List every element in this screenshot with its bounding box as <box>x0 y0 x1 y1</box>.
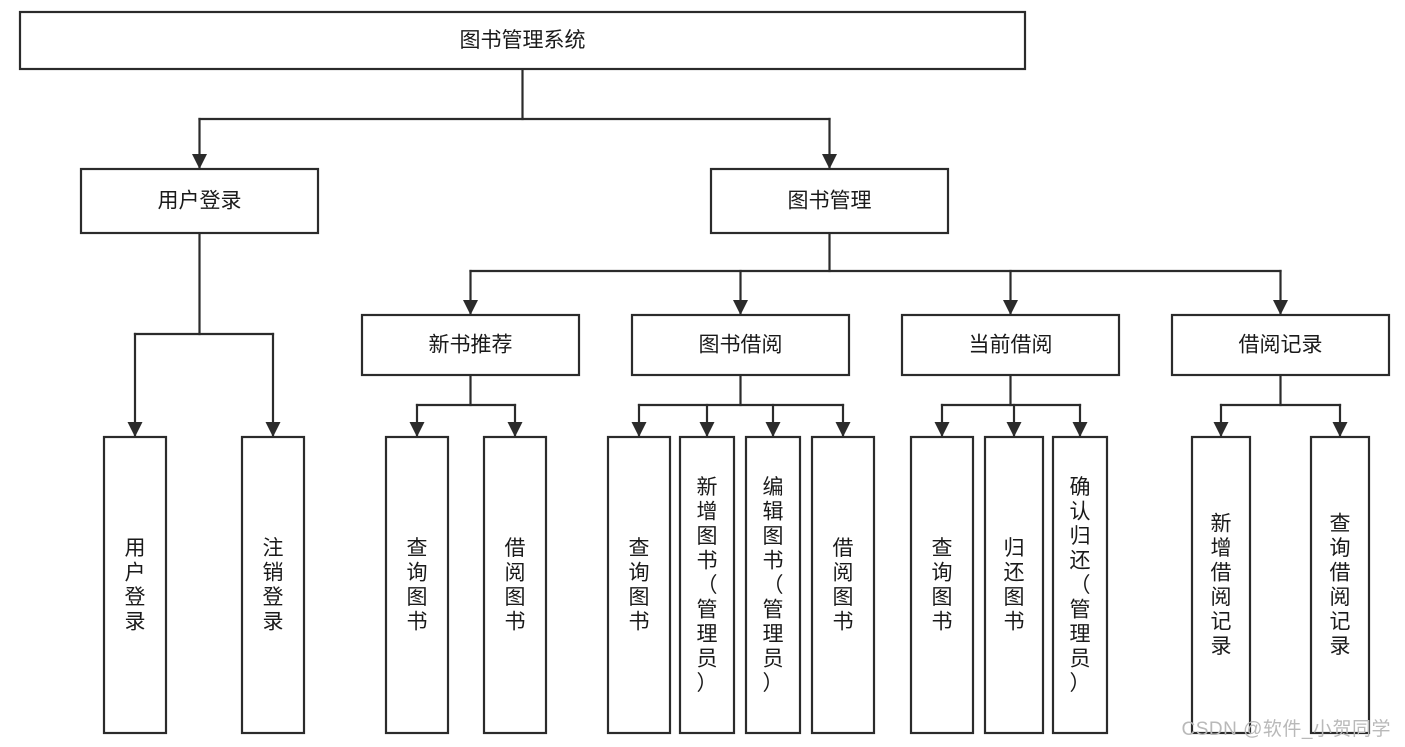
arrow-head-icon <box>934 422 950 437</box>
arrow-head-icon <box>822 154 837 169</box>
node-leaf-6-box[interactable] <box>744 435 802 735</box>
nodes-layer: 图书管理系统用户登录图书管理新书推荐图书借阅当前借阅借阅记录用户登录注销登录查询… <box>18 10 1391 735</box>
arrow-head-icon <box>835 422 851 437</box>
node-root-book-management-system-label: 图书管理系统 <box>460 29 586 52</box>
arrow-head-icon <box>409 422 425 437</box>
node-leaf-12[interactable]: 查询借阅记录 <box>1309 435 1371 735</box>
node-leaf-3[interactable]: 借阅图书 <box>482 435 548 735</box>
node-leaf-4-box[interactable] <box>606 435 672 735</box>
node-leaf-9-label: 归还图书 <box>1004 537 1025 634</box>
node-leaf-11-box[interactable] <box>1190 435 1252 735</box>
node-leaf-1[interactable]: 注销登录 <box>240 435 306 735</box>
node-level2-0[interactable]: 用户登录 <box>79 167 320 235</box>
node-level3-0[interactable]: 新书推荐 <box>360 313 581 377</box>
arrow-head-icon <box>463 300 478 315</box>
arrow-head-icon <box>265 422 281 437</box>
node-leaf-3-label: 借阅图书 <box>505 537 526 634</box>
node-leaf-4[interactable]: 查询图书 <box>606 435 672 735</box>
node-leaf-7-label: 借阅图书 <box>833 537 854 634</box>
arrow-head-icon <box>1072 422 1088 437</box>
node-level2-0-box[interactable] <box>79 167 320 235</box>
node-level3-2-label: 当前借阅 <box>969 334 1053 357</box>
node-leaf-10-box[interactable] <box>1051 435 1109 735</box>
node-level2-1-label: 图书管理 <box>788 190 872 213</box>
node-leaf-8-box[interactable] <box>909 435 975 735</box>
arrow-head-icon <box>1213 422 1229 437</box>
arrow-head-icon <box>127 422 143 437</box>
node-leaf-8[interactable]: 查询图书 <box>909 435 975 735</box>
node-leaf-10-label: 确认归还（管理员） <box>1070 476 1091 695</box>
node-leaf-10[interactable]: 确认归还（管理员） <box>1051 435 1109 735</box>
node-leaf-0-label: 用户登录 <box>125 537 146 634</box>
node-leaf-12-label: 查询借阅记录 <box>1330 513 1351 659</box>
node-leaf-2-label: 查询图书 <box>407 537 428 634</box>
node-root-book-management-system-box[interactable] <box>18 10 1027 71</box>
node-level3-2[interactable]: 当前借阅 <box>900 313 1121 377</box>
node-root-book-management-system[interactable]: 图书管理系统 <box>18 10 1027 71</box>
node-level3-2-box[interactable] <box>900 313 1121 377</box>
arrow-head-icon <box>1273 300 1288 315</box>
node-level3-0-box[interactable] <box>360 313 581 377</box>
connectors-layer <box>127 67 1348 438</box>
node-leaf-11-label: 新增借阅记录 <box>1211 513 1232 659</box>
node-leaf-5-box[interactable] <box>678 435 736 735</box>
node-leaf-12-box[interactable] <box>1309 435 1371 735</box>
node-level3-0-label: 新书推荐 <box>429 334 513 357</box>
node-level3-3-label: 借阅记录 <box>1239 334 1323 357</box>
arrow-head-icon <box>507 422 523 437</box>
arrow-head-icon <box>1006 422 1022 437</box>
node-leaf-2-box[interactable] <box>384 435 450 735</box>
node-leaf-6-label: 编辑图书（管理员） <box>763 476 784 695</box>
node-leaf-6[interactable]: 编辑图书（管理员） <box>744 435 802 735</box>
node-leaf-4-label: 查询图书 <box>629 537 650 634</box>
node-leaf-3-box[interactable] <box>482 435 548 735</box>
arrow-head-icon <box>631 422 647 437</box>
node-leaf-0-box[interactable] <box>102 435 168 735</box>
node-leaf-7-box[interactable] <box>810 435 876 735</box>
node-leaf-1-box[interactable] <box>240 435 306 735</box>
node-leaf-5-label: 新增图书（管理员） <box>697 476 718 695</box>
node-leaf-0[interactable]: 用户登录 <box>102 435 168 735</box>
arrow-head-icon <box>192 154 207 169</box>
node-level2-1[interactable]: 图书管理 <box>709 167 950 235</box>
arrow-head-icon <box>733 300 748 315</box>
node-level3-1-label: 图书借阅 <box>699 334 783 357</box>
node-leaf-11[interactable]: 新增借阅记录 <box>1190 435 1252 735</box>
node-leaf-2[interactable]: 查询图书 <box>384 435 450 735</box>
node-leaf-9-box[interactable] <box>983 435 1045 735</box>
node-level2-1-box[interactable] <box>709 167 950 235</box>
arrow-head-icon <box>765 422 781 437</box>
node-leaf-7[interactable]: 借阅图书 <box>810 435 876 735</box>
arrow-head-icon <box>1332 422 1348 437</box>
node-leaf-9[interactable]: 归还图书 <box>983 435 1045 735</box>
node-leaf-1-label: 注销登录 <box>263 537 284 634</box>
node-leaf-5[interactable]: 新增图书（管理员） <box>678 435 736 735</box>
node-level3-3-box[interactable] <box>1170 313 1391 377</box>
node-level3-3[interactable]: 借阅记录 <box>1170 313 1391 377</box>
node-level3-1[interactable]: 图书借阅 <box>630 313 851 377</box>
node-level2-0-label: 用户登录 <box>158 190 242 213</box>
node-leaf-8-label: 查询图书 <box>932 537 953 634</box>
arrow-head-icon <box>699 422 715 437</box>
node-level3-1-box[interactable] <box>630 313 851 377</box>
arrow-head-icon <box>1003 300 1018 315</box>
